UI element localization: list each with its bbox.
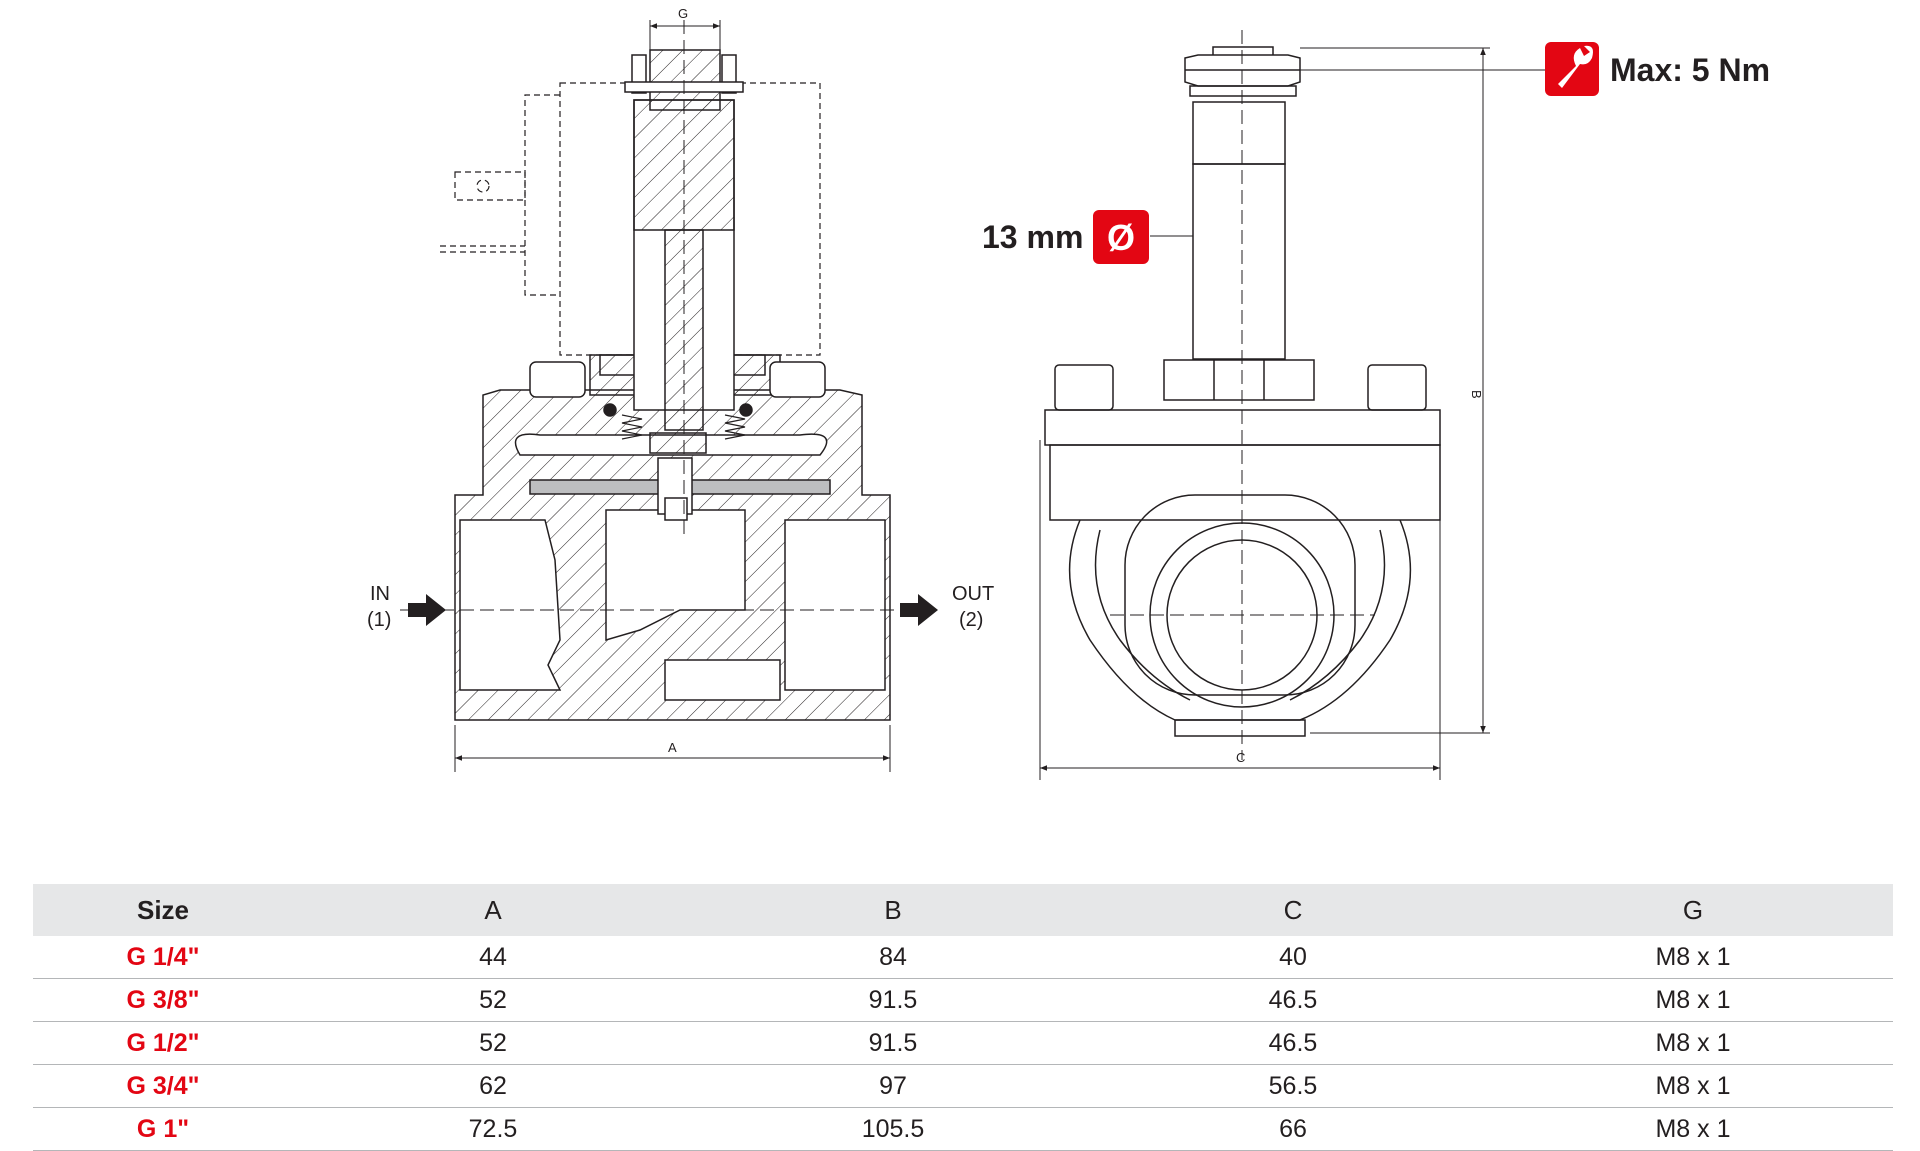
dimension-a bbox=[454, 725, 891, 772]
wrench-icon bbox=[1545, 42, 1599, 96]
cell-g: M8 x 1 bbox=[1493, 936, 1893, 979]
header-b: B bbox=[693, 884, 1093, 936]
dimension-c bbox=[1039, 440, 1441, 780]
cell-a: 52 bbox=[293, 978, 693, 1022]
cell-g: M8 x 1 bbox=[1493, 1064, 1893, 1108]
inlet-port: (1) bbox=[367, 609, 391, 631]
coil-outline bbox=[440, 82, 821, 356]
side-view bbox=[1044, 30, 1441, 760]
table-row: G 1/4" 44 84 40 M8 x 1 bbox=[33, 936, 1893, 979]
outlet-label: OUT bbox=[952, 583, 994, 605]
header-g: G bbox=[1493, 884, 1893, 936]
cell-a: 72.5 bbox=[293, 1107, 693, 1151]
dimension-g-label: G bbox=[678, 6, 688, 21]
cell-size: G 3/4" bbox=[33, 1064, 293, 1108]
cell-size: G 1/2" bbox=[33, 1021, 293, 1065]
cell-b: 84 bbox=[693, 936, 1093, 979]
cell-a: 44 bbox=[293, 936, 693, 979]
cell-c: 46.5 bbox=[1093, 978, 1493, 1022]
cell-c: 66 bbox=[1093, 1107, 1493, 1151]
outlet-port: (2) bbox=[959, 609, 983, 631]
header-a: A bbox=[293, 884, 693, 936]
cell-b: 105.5 bbox=[693, 1107, 1093, 1151]
diameter-symbol: Ø bbox=[1107, 217, 1135, 258]
table-row: G 3/8" 52 91.5 46.5 M8 x 1 bbox=[33, 978, 1893, 1022]
cell-g: M8 x 1 bbox=[1493, 978, 1893, 1022]
cell-g: M8 x 1 bbox=[1493, 1107, 1893, 1151]
cell-c: 56.5 bbox=[1093, 1064, 1493, 1108]
section-view bbox=[400, 20, 930, 721]
cell-b: 97 bbox=[693, 1064, 1093, 1108]
dimension-c-label: C bbox=[1236, 750, 1245, 765]
valve-technical-drawing: G A IN (1) OUT (2) bbox=[367, 6, 1770, 780]
dimension-a-label: A bbox=[668, 740, 677, 755]
table-row: G 1" 72.5 105.5 66 M8 x 1 bbox=[33, 1107, 1893, 1151]
diameter-label: 13 mm bbox=[982, 219, 1083, 255]
dimension-b-label: B bbox=[1469, 390, 1484, 399]
table-row: G 3/4" 62 97 56.5 M8 x 1 bbox=[33, 1064, 1893, 1108]
cell-c: 40 bbox=[1093, 936, 1493, 979]
cell-size: G 1" bbox=[33, 1107, 293, 1151]
torque-label: Max: 5 Nm bbox=[1610, 52, 1770, 88]
outlet-arrow bbox=[900, 594, 938, 626]
inlet-arrow bbox=[408, 594, 446, 626]
table-row: G 1/2" 52 91.5 46.5 M8 x 1 bbox=[33, 1021, 1893, 1065]
table-header-row: Size A B C G bbox=[33, 884, 1893, 936]
cell-b: 91.5 bbox=[693, 1021, 1093, 1065]
cell-a: 52 bbox=[293, 1021, 693, 1065]
dimensions-table: Size A B C G G 1/4" 44 84 40 M8 x 1 G 3/… bbox=[33, 884, 1893, 1151]
header-size: Size bbox=[33, 884, 293, 936]
dimension-g bbox=[649, 20, 721, 50]
diameter-badge: Ø bbox=[1093, 210, 1149, 264]
cell-size: G 1/4" bbox=[33, 936, 293, 979]
cell-g: M8 x 1 bbox=[1493, 1021, 1893, 1065]
cell-c: 46.5 bbox=[1093, 1021, 1493, 1065]
inlet-label: IN bbox=[370, 583, 390, 605]
header-c: C bbox=[1093, 884, 1493, 936]
cell-a: 62 bbox=[293, 1064, 693, 1108]
cell-size: G 3/8" bbox=[33, 978, 293, 1022]
cell-b: 91.5 bbox=[693, 978, 1093, 1022]
dimension-b bbox=[1300, 47, 1490, 734]
